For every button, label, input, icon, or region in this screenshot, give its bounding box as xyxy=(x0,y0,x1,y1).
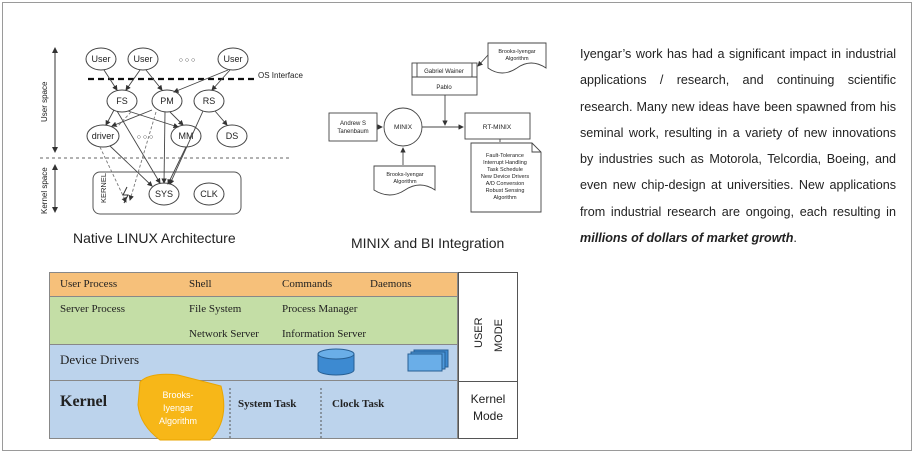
feature-item: Fault-Tolerance xyxy=(486,153,524,159)
user-node-1 xyxy=(85,47,117,71)
kernel-mode-word1: Kernel xyxy=(470,392,506,406)
ellipsis-top: ○ ○ ○ xyxy=(179,57,196,64)
documents-icon xyxy=(407,349,449,372)
clock-task-label: Clock Task xyxy=(332,398,385,410)
rs-node-label: RS xyxy=(203,96,216,106)
brooks-badge-line1: Brooks- xyxy=(162,390,193,400)
brooks-doc-top xyxy=(487,42,547,74)
andrew-box xyxy=(328,112,378,142)
feature-item: Algorithm xyxy=(493,195,517,201)
rt-minix-box xyxy=(464,112,531,140)
driver-node-label: driver xyxy=(92,131,115,141)
features-doc xyxy=(470,142,542,213)
impact-text: Iyengar’s work has had a significant imp… xyxy=(580,47,896,219)
andrew-line1: Andrew S xyxy=(340,121,366,127)
brooks-iyengar-badge xyxy=(137,373,225,441)
os-interface-label: OS Interface xyxy=(258,71,303,80)
kernel-mode-box xyxy=(458,381,518,439)
user-process-label: User Process xyxy=(60,278,118,290)
impact-paragraph: Iyengar’s work has had a significant imp… xyxy=(580,41,896,251)
user-mode-word1: USER xyxy=(473,317,485,348)
brooks-top-line1: Brooks-Iyengar xyxy=(498,49,535,55)
clk-node xyxy=(193,182,225,206)
daemons-label: Daemons xyxy=(370,278,412,290)
feature-item: A/D Conversion xyxy=(486,181,525,187)
clk-node-label: CLK xyxy=(200,189,218,199)
minix-label: MINIX xyxy=(394,124,413,131)
pm-node xyxy=(151,89,183,113)
user-node-2-label: User xyxy=(133,54,152,64)
database-icon xyxy=(317,348,355,376)
features-list: Fault-Tolerance Interrupt Handling Task … xyxy=(481,153,530,201)
feature-item: New Device Drivers xyxy=(481,174,530,180)
process-manager-label: Process Manager xyxy=(282,303,358,315)
impact-end: . xyxy=(793,231,797,246)
minix-connectors xyxy=(377,54,501,165)
brooks-doc-bottom xyxy=(373,165,436,196)
user-node-1-label: User xyxy=(91,54,110,64)
server-process-band xyxy=(49,297,458,345)
mm-node-label: MM xyxy=(179,131,194,141)
user-node-3 xyxy=(217,47,249,71)
network-server-label: Network Server xyxy=(189,328,259,340)
user-node-3-label: User xyxy=(223,54,242,64)
ds-node xyxy=(216,124,248,148)
user-node-2 xyxy=(127,47,159,71)
device-drivers-label: Device Drivers xyxy=(60,352,140,367)
driver-node xyxy=(86,124,120,148)
kernel-space-label: Kernel space xyxy=(40,167,49,214)
brooks-bottom-line1: Brooks-Iyengar xyxy=(386,172,423,178)
sys-node-label: SYS xyxy=(155,189,173,199)
impact-emphasis: millions of dollars of market growth xyxy=(580,231,794,246)
kernel-band xyxy=(49,381,458,439)
user-space-label: User space xyxy=(40,81,49,122)
interrupt-bolt-icon xyxy=(122,186,129,204)
fs-node xyxy=(106,89,138,113)
kernel-box-label: KERNEL xyxy=(99,173,108,203)
brooks-badge-line3: Algorithm xyxy=(159,416,197,426)
ds-node-label: DS xyxy=(226,131,239,141)
gabriel-label: Gabriel Wainer xyxy=(424,69,464,75)
pablo-label: Pablo xyxy=(436,85,452,91)
fs-node-label: FS xyxy=(116,96,128,106)
gabriel-pablo-box xyxy=(411,62,478,96)
andrew-line2: Tanenbaum xyxy=(337,129,368,135)
information-server-label: Information Server xyxy=(282,328,366,340)
linux-dashed-connectors xyxy=(99,111,157,203)
user-mode-label: USER MODE xyxy=(458,312,518,355)
linux-connectors xyxy=(103,69,231,187)
feature-item: Task Schedule xyxy=(487,167,523,173)
brooks-top-line2: Algorithm xyxy=(505,56,529,62)
ellipsis-mid: ○ ○ ○ xyxy=(137,134,154,141)
rs-node xyxy=(193,89,225,113)
shell-label: Shell xyxy=(189,278,212,290)
feature-item: Interrupt Handling xyxy=(483,160,527,166)
kernel-label: Kernel xyxy=(60,393,108,410)
user-process-band xyxy=(49,272,458,297)
kernel-mode-word2: Mode xyxy=(472,409,504,423)
brooks-bottom-line2: Algorithm xyxy=(393,179,417,185)
feature-item: Robust Sensing xyxy=(486,188,525,194)
pm-node-label: PM xyxy=(160,96,174,106)
user-mode-word2: MODE xyxy=(493,319,505,352)
kernel-mode-label: Kernel Mode xyxy=(458,391,518,425)
system-task-label: System Task xyxy=(238,398,297,410)
file-system-label: File System xyxy=(189,303,242,315)
device-drivers-band xyxy=(49,345,458,381)
brooks-badge-line2: Iyengar xyxy=(163,403,193,413)
minix-caption: MINIX and BI Integration xyxy=(351,235,505,251)
server-process-label: Server Process xyxy=(60,303,126,315)
commands-label: Commands xyxy=(282,278,333,290)
linux-caption: Native LINUX Architecture xyxy=(73,230,236,246)
rt-minix-label: RT-MINIX xyxy=(483,124,512,131)
